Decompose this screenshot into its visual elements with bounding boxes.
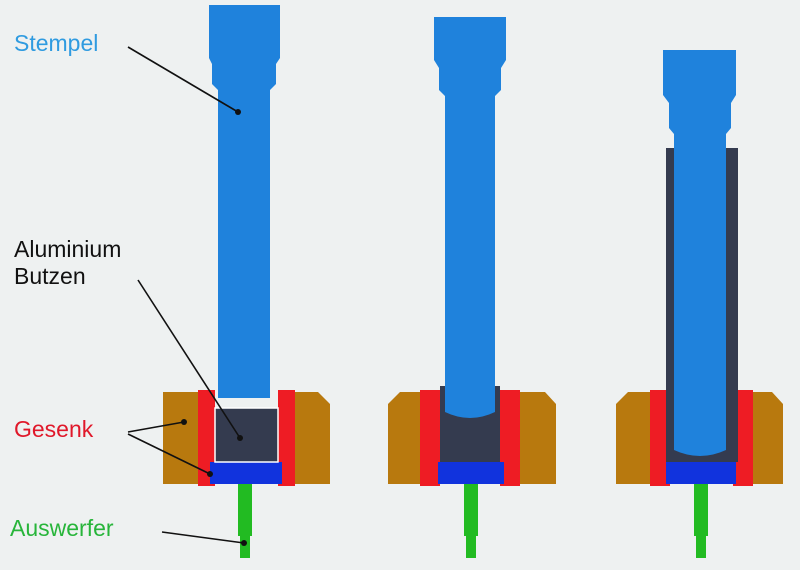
- gesenk-leader-2-dot: [207, 471, 213, 477]
- leader-lines: [127, 46, 247, 546]
- auswerfer-leader: [161, 531, 245, 544]
- gesenk-leader-2: [127, 433, 211, 475]
- die-body: [517, 392, 556, 484]
- butzen-leader: [137, 279, 241, 439]
- label-stempel: Stempel: [14, 30, 99, 56]
- die-insert: [278, 390, 295, 486]
- ejector-block: [210, 462, 282, 484]
- die-body: [750, 392, 783, 484]
- butzen-leader-dot: [237, 435, 243, 441]
- die-body: [388, 392, 420, 484]
- gesenk-leader-1: [127, 421, 185, 433]
- label-aluminium-butzen: Aluminium Butzen: [14, 236, 121, 290]
- label-gesenk: Gesenk: [14, 416, 94, 442]
- ejector-pin: [694, 484, 708, 536]
- die-body: [292, 392, 330, 484]
- label-butzen-line2: Butzen: [14, 263, 86, 289]
- stage-2: [388, 17, 556, 558]
- ejector-block: [438, 462, 504, 484]
- stempel-leader: [127, 46, 239, 113]
- label-auswerfer: Auswerfer: [10, 515, 114, 541]
- punch: [209, 5, 280, 398]
- die-insert: [500, 390, 520, 486]
- stage-1: [163, 5, 330, 558]
- ejector-pin: [238, 484, 252, 536]
- ejector-pin: [464, 484, 478, 536]
- auswerfer-leader-dot: [241, 540, 247, 546]
- die-insert: [420, 390, 440, 486]
- ejector-pin-tip: [696, 536, 706, 558]
- die-body: [163, 392, 200, 484]
- label-butzen-line1: Aluminium: [14, 236, 122, 262]
- gesenk-leader-1-dot: [181, 419, 187, 425]
- stage-3: [616, 50, 783, 558]
- ejector-pin-tip: [466, 536, 476, 558]
- die-body: [616, 392, 650, 484]
- ejector-block: [666, 462, 736, 484]
- ejector-pin-tip: [240, 536, 250, 558]
- punch: [663, 50, 736, 456]
- die-insert: [650, 390, 670, 486]
- punch: [434, 17, 506, 418]
- aluminium-slug: [214, 407, 279, 463]
- stempel-leader-dot: [235, 109, 241, 115]
